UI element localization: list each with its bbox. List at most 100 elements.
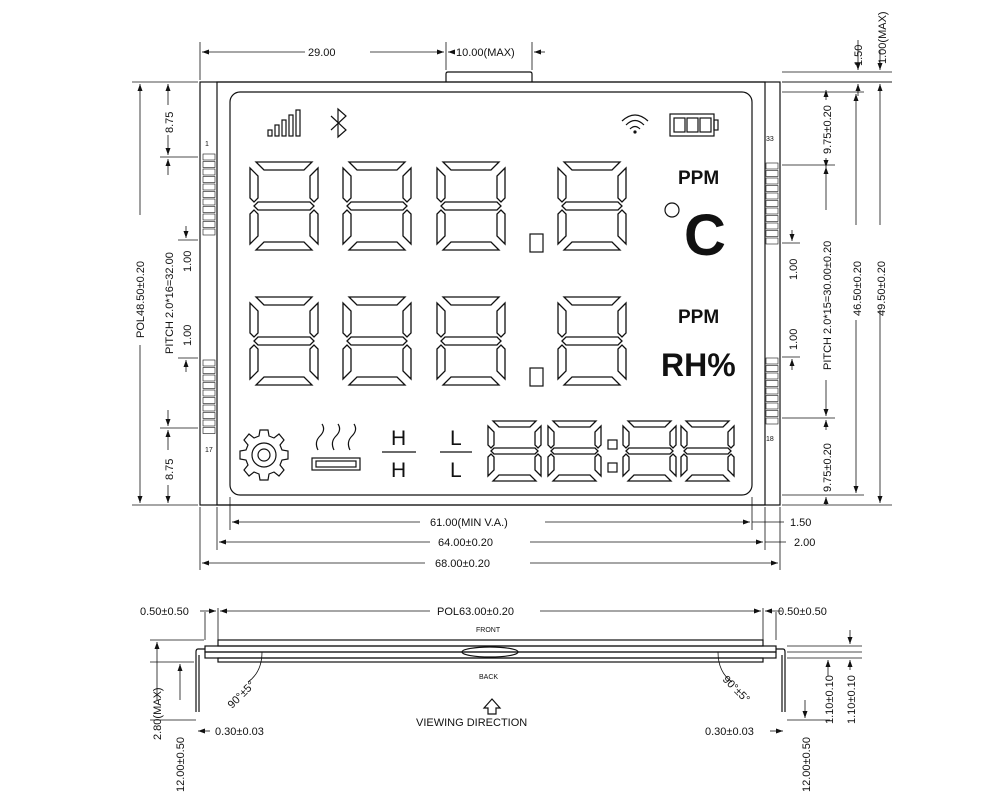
clock-digit-4: [680, 420, 735, 482]
back-label: BACK: [479, 674, 498, 681]
left-pin: [195, 648, 205, 712]
top-tab: [445, 71, 533, 82]
decimal-point-row2: [529, 367, 544, 387]
dim-875-bottom: 8.75: [164, 459, 176, 480]
pin: [202, 419, 216, 427]
dim-glass-a: 1.10±0.10: [824, 675, 836, 724]
pin: [202, 359, 216, 367]
digit-row1-4: [557, 161, 627, 251]
pin: [765, 365, 779, 372]
dim-pitch-right: PITCH 2.0*15=30.00±0.20: [822, 241, 834, 370]
dim-875-top: 8.75: [164, 112, 176, 133]
rh-label: RH%: [661, 347, 736, 383]
pin-label-17: 17: [205, 447, 213, 454]
pin: [765, 207, 779, 215]
back-polarizer: [217, 657, 764, 663]
pin: [765, 215, 779, 222]
pin: [202, 427, 216, 434]
dim-gap-right-a: 1.00: [788, 259, 800, 280]
dim-pin-len-left: 12.00±0.50: [175, 737, 187, 792]
digit-row2-2: [342, 296, 412, 386]
pin: [765, 177, 779, 185]
wifi-icon: [621, 114, 649, 134]
pin: [765, 417, 779, 425]
dim-margin-right: 0.50±0.50: [778, 606, 827, 618]
bluetooth-icon: [330, 107, 347, 139]
pin: [765, 410, 779, 417]
l-label-top: L: [450, 427, 462, 450]
gear-icon: [239, 429, 289, 481]
pin: [202, 397, 216, 404]
bottom-dimensions: 61.00(MIN V.A.) 64.00±0.20 68.00±0.20 1.…: [199, 497, 815, 570]
dim-margin-left: 0.50±0.50: [140, 606, 189, 618]
angle-right: 90°±5°: [720, 674, 752, 706]
pin-label-1: 1: [205, 141, 209, 148]
pin: [202, 374, 216, 382]
front-polarizer: [217, 639, 764, 647]
pin: [765, 170, 779, 177]
digit-row2-4: [557, 296, 627, 386]
pin: [202, 213, 216, 221]
dim-pin-len-right: 12.00±0.50: [801, 737, 813, 792]
side-view: POL63.00±0.20 0.50±0.50 0.50±0.50 FRONT …: [140, 606, 862, 792]
dim-975-top: 9.75±0.20: [822, 105, 834, 154]
celsius-label: C: [684, 203, 726, 268]
pin: [765, 237, 779, 245]
pin: [202, 198, 216, 206]
h-label-bottom: H: [391, 459, 406, 482]
dim-150-top: 1.50: [853, 45, 865, 66]
pin: [202, 176, 216, 183]
dim-200-right: 2.00: [794, 537, 815, 549]
pin: [765, 395, 779, 402]
colon-dot-top: [607, 439, 618, 450]
pin: [765, 380, 779, 387]
right-dimensions: 49.50±0.20 46.50±0.20 9.75±0.20 PITCH 2.…: [782, 81, 892, 506]
pin-label-18: 18: [766, 436, 774, 443]
degree-symbol: [664, 202, 680, 218]
digit-row2-1: [249, 296, 319, 386]
ppm-label-mid: PPM: [678, 307, 719, 328]
pin: [765, 222, 779, 230]
dim-pol-63: POL63.00±0.20: [437, 606, 514, 618]
left-dimensions: POL48.50±0.20 8.75 PITCH 2.0*16=32.00 1.…: [132, 81, 198, 506]
signal-bars-icon: [267, 109, 301, 137]
pin: [202, 191, 216, 198]
dim-thickness-max: 2.80(MAX): [152, 687, 164, 740]
heater-icon: [311, 423, 361, 471]
front-label: FRONT: [476, 627, 501, 634]
pin: [202, 367, 216, 374]
dim-29: 29.00: [308, 47, 336, 59]
pin: [765, 402, 779, 410]
pin: [202, 161, 216, 168]
dim-100max: 1.00(MAX): [877, 11, 889, 64]
angle-arc-right: [717, 651, 733, 683]
dim-pitch-left: PITCH 2.0*16=32.00: [164, 252, 176, 354]
pin: [202, 228, 216, 236]
dim-465: 46.50±0.20: [852, 261, 864, 316]
pin: [765, 372, 779, 380]
angle-left: 90°±5°: [226, 679, 258, 711]
pin: [765, 230, 779, 237]
viewing-direction-label: VIEWING DIRECTION: [416, 717, 527, 729]
colon-dot-bottom: [607, 462, 618, 473]
angle-arc-left: [247, 651, 263, 683]
pin: [765, 185, 779, 192]
clock-digit-2: [547, 420, 602, 482]
dim-495: 49.50±0.20: [876, 261, 888, 316]
dim-gap-right-b: 1.00: [788, 329, 800, 350]
dim-150-right: 1.50: [790, 517, 811, 529]
dim-glass-b: 1.10±0.10: [846, 675, 858, 724]
pin: [765, 357, 779, 365]
pin: [765, 192, 779, 200]
digit-row1-2: [342, 161, 412, 251]
dim-gap-left-b: 1.00: [182, 325, 194, 346]
pin: [202, 404, 216, 412]
pin: [202, 153, 216, 161]
viewing-direction-arrow-icon: [482, 698, 502, 715]
pin: [202, 389, 216, 397]
h-label-top: H: [391, 427, 406, 450]
front-view: 1 17 33 18: [132, 11, 892, 570]
ppm-label-top: PPM: [678, 168, 719, 189]
decimal-point-row1: [529, 233, 544, 253]
